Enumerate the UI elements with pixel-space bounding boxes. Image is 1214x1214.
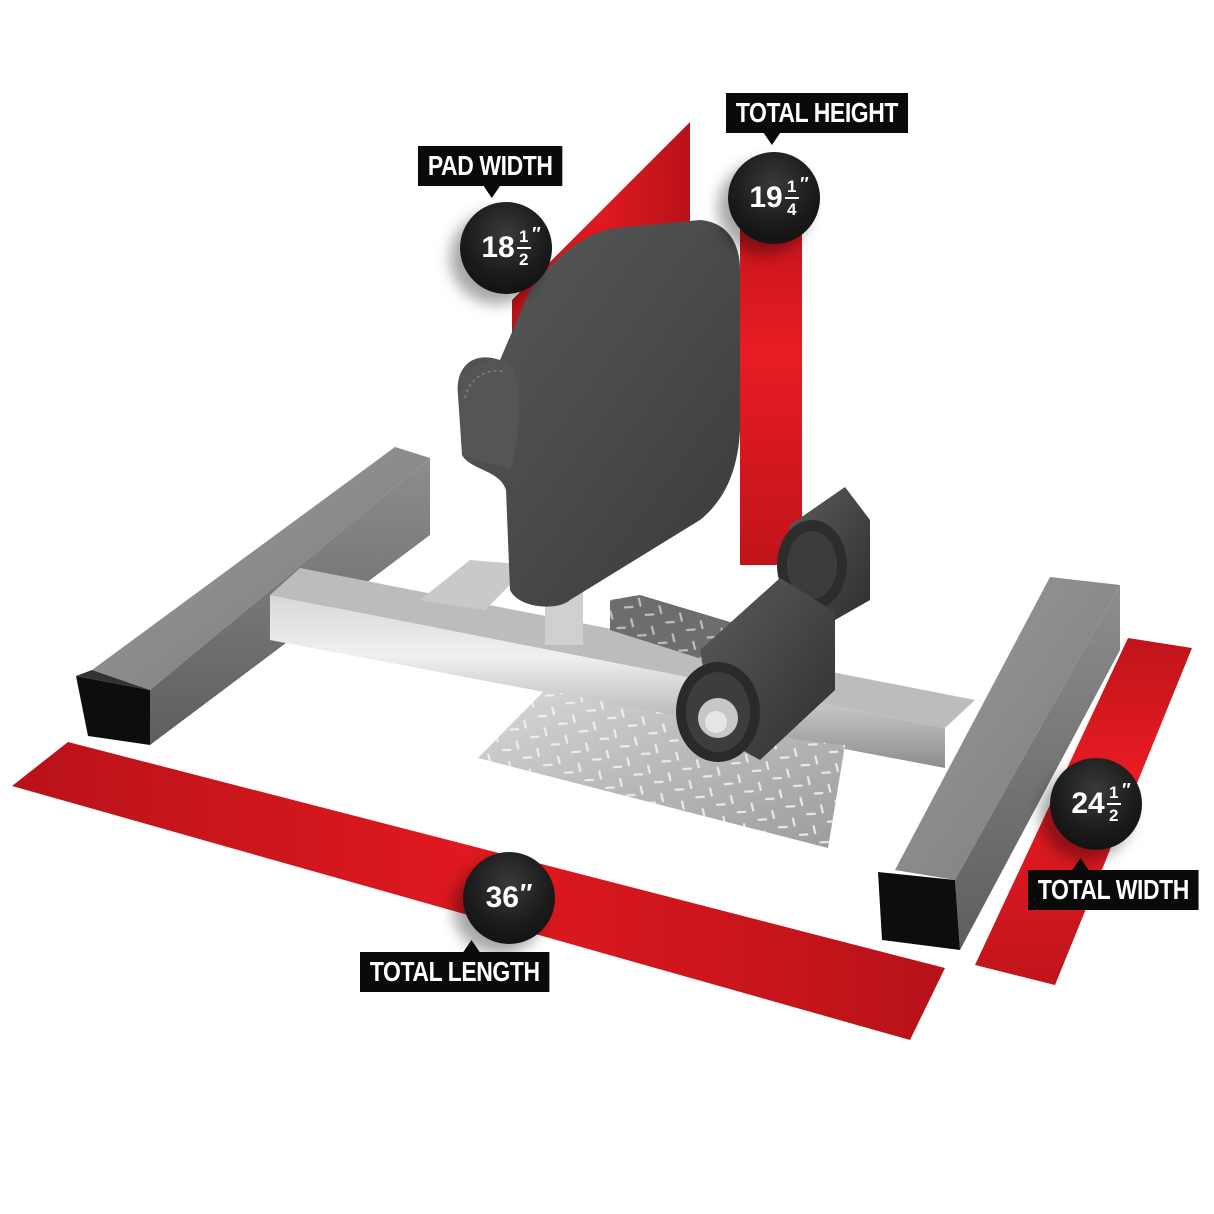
total-length-label: TOTAL LENGTH <box>360 940 550 992</box>
total-height-band <box>740 210 802 565</box>
front-foot-roller <box>676 578 835 762</box>
pointer-down-icon <box>483 186 500 198</box>
pointer-down-icon <box>763 133 781 145</box>
total-width-label: TOTAL WIDTH <box>1028 858 1199 910</box>
total-height-label: TOTAL HEIGHT <box>726 93 908 145</box>
pad-width-label: PAD WIDTH <box>418 146 563 198</box>
pad-width-badge: 18 1 2 ″ <box>460 202 552 294</box>
diamond-plate-footrest <box>478 690 845 848</box>
total-length-badge: 36 ″ <box>463 852 555 944</box>
pointer-up-icon <box>463 940 480 952</box>
total-width-badge: 24 1 2 ″ <box>1050 758 1142 850</box>
right-base-tube <box>878 577 1120 950</box>
pointer-up-icon <box>1072 858 1089 870</box>
pad-post <box>420 560 530 610</box>
back-pad <box>457 220 740 607</box>
total-height-badge: 19 1 4 ″ <box>728 152 820 244</box>
